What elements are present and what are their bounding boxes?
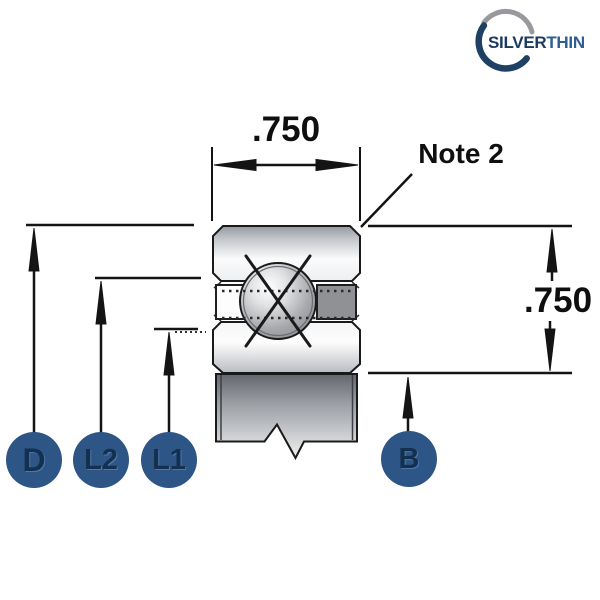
bearing-ball-inner-ring bbox=[242, 265, 314, 337]
d-dimension-line bbox=[26, 223, 194, 433]
ball-cross-mark bbox=[244, 254, 312, 348]
l1-dimension-line bbox=[154, 327, 206, 433]
b-dimension-line bbox=[402, 376, 414, 432]
logo-text-thin: THIN bbox=[546, 33, 585, 52]
height-dimension-label: .750 bbox=[523, 281, 593, 320]
callout-d-label: D bbox=[22, 441, 46, 478]
height-dimension bbox=[368, 224, 572, 375]
bearing-outer-ring-lower bbox=[212, 321, 361, 374]
logo-wordmark: SILVERTHIN bbox=[488, 33, 585, 53]
callout-l1: L1 bbox=[141, 432, 197, 488]
l2-dimension-line bbox=[95, 276, 201, 433]
raceway-dotted-lines bbox=[222, 289, 352, 320]
callout-l2: L2 bbox=[73, 432, 129, 488]
logo-ring bbox=[475, 8, 535, 72]
bearing-outer-ring-upper bbox=[212, 225, 361, 282]
logo-text-silver: SILVER bbox=[488, 33, 547, 52]
callout-b: B bbox=[381, 431, 437, 487]
callout-l1-label: L1 bbox=[152, 443, 186, 476]
note-label: Note 2 bbox=[418, 138, 504, 169]
note-leader-line bbox=[360, 173, 413, 228]
logo-arc-blue bbox=[475, 22, 530, 72]
width-dimension bbox=[211, 147, 361, 221]
logo-arc-gray bbox=[481, 8, 535, 35]
callout-d: D bbox=[6, 432, 62, 488]
width-dimension-label: .750 bbox=[251, 110, 321, 149]
shaft-section bbox=[215, 373, 358, 461]
callout-b-label: B bbox=[398, 442, 420, 475]
callout-l2-label: L2 bbox=[84, 443, 118, 476]
